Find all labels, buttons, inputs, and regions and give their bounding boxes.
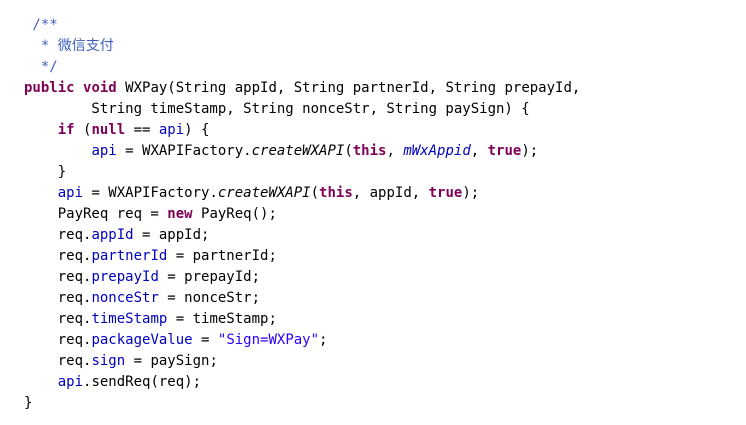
- code-line-14: req.nonceStr = nonceStr;: [24, 288, 580, 309]
- code-token: timeStamp: [91, 311, 168, 327]
- code-view: /** * 微信支付 */ public void WXPay(String ap…: [24, 15, 580, 414]
- code-token: req.: [24, 353, 92, 369]
- code-token: /**: [24, 17, 58, 33]
- code-token: req.: [24, 248, 92, 264]
- code-token: prepayId: [91, 269, 159, 285]
- code-token: (: [310, 185, 320, 201]
- code-token: api: [57, 374, 84, 390]
- code-line-6: if (null == api) {: [24, 120, 580, 141]
- code-token: appId: [91, 227, 134, 243]
- code-line-11: req.appId = appId;: [24, 225, 580, 246]
- code-token: req.: [24, 311, 92, 327]
- code-token: this: [319, 185, 353, 201]
- code-token: void: [83, 80, 117, 96]
- code-token: = partnerId;: [167, 248, 277, 264]
- code-token: req.: [24, 290, 92, 306]
- code-token: [24, 122, 58, 138]
- code-token: "Sign=WXPay": [217, 332, 320, 348]
- code-token: =: [192, 332, 218, 348]
- code-token: api: [158, 122, 185, 138]
- code-token: = WXAPIFactory.: [83, 185, 218, 201]
- code-token: .sendReq(req);: [83, 374, 202, 390]
- code-token: null: [91, 122, 126, 138]
- code-line-2: * 微信支付: [24, 36, 580, 57]
- code-token: PayReq req =: [24, 206, 168, 222]
- code-line-19: }: [24, 393, 580, 414]
- code-token: * 微信支付: [24, 38, 114, 54]
- code-token: if: [57, 122, 75, 138]
- code-token: new: [167, 206, 193, 222]
- code-token: }: [24, 395, 33, 411]
- code-token: [24, 143, 91, 159]
- code-token: ;: [319, 332, 328, 348]
- code-token: , appId,: [352, 185, 429, 201]
- code-token: ==: [125, 122, 159, 138]
- code-line-4: public void WXPay(String appId, String p…: [24, 78, 580, 99]
- code-line-12: req.partnerId = partnerId;: [24, 246, 580, 267]
- code-token: req.: [24, 227, 92, 243]
- code-token: );: [462, 185, 480, 201]
- code-token: = appId;: [133, 227, 210, 243]
- code-token: ,: [470, 143, 488, 159]
- code-token: [24, 185, 58, 201]
- code-line-18: api.sendReq(req);: [24, 372, 580, 393]
- code-token: (: [344, 143, 353, 159]
- code-token: }: [24, 164, 67, 180]
- code-token: */: [24, 59, 58, 75]
- code-token: nonceStr: [91, 290, 159, 306]
- code-token: true: [487, 143, 522, 159]
- code-token: api: [91, 143, 117, 159]
- code-token: packageValue: [91, 332, 193, 348]
- code-token: WXPay(String appId, String partnerId, St…: [116, 80, 581, 96]
- code-line-7: api = WXAPIFactory.createWXAPI(this, mWx…: [24, 141, 580, 162]
- code-token: mWxAppid: [403, 143, 471, 159]
- code-token: createWXAPI: [251, 143, 345, 159]
- code-token: partnerId: [91, 248, 168, 264]
- code-token: = prepayId;: [158, 269, 261, 285]
- code-token: public: [24, 80, 75, 96]
- code-line-16: req.packageValue = "Sign=WXPay";: [24, 330, 580, 351]
- code-token: req.: [24, 332, 92, 348]
- code-token: sign: [91, 353, 126, 369]
- code-token: = paySign;: [125, 353, 218, 369]
- code-token: ) {: [184, 122, 210, 138]
- code-line-15: req.timeStamp = timeStamp;: [24, 309, 580, 330]
- code-token: req.: [24, 269, 92, 285]
- code-token: createWXAPI: [217, 185, 311, 201]
- code-line-1: /**: [24, 15, 580, 36]
- code-token: = WXAPIFactory.: [116, 143, 252, 159]
- code-line-13: req.prepayId = prepayId;: [24, 267, 580, 288]
- code-line-17: req.sign = paySign;: [24, 351, 580, 372]
- code-token: = nonceStr;: [158, 290, 261, 306]
- code-token: [24, 374, 58, 390]
- code-line-8: }: [24, 162, 580, 183]
- code-token: PayReq();: [192, 206, 277, 222]
- code-token: (: [74, 122, 92, 138]
- code-line-10: PayReq req = new PayReq();: [24, 204, 580, 225]
- code-token: = timeStamp;: [167, 311, 277, 327]
- code-token: ,: [386, 143, 404, 159]
- code-token: String timeStamp, String nonceStr, Strin…: [24, 101, 530, 117]
- code-line-9: api = WXAPIFactory.createWXAPI(this, app…: [24, 183, 580, 204]
- code-token: true: [428, 185, 463, 201]
- code-token: [75, 80, 83, 96]
- code-line-5: String timeStamp, String nonceStr, Strin…: [24, 99, 580, 120]
- code-token: );: [521, 143, 539, 159]
- code-line-3: */: [24, 57, 580, 78]
- code-token: this: [352, 143, 387, 159]
- code-token: api: [57, 185, 84, 201]
